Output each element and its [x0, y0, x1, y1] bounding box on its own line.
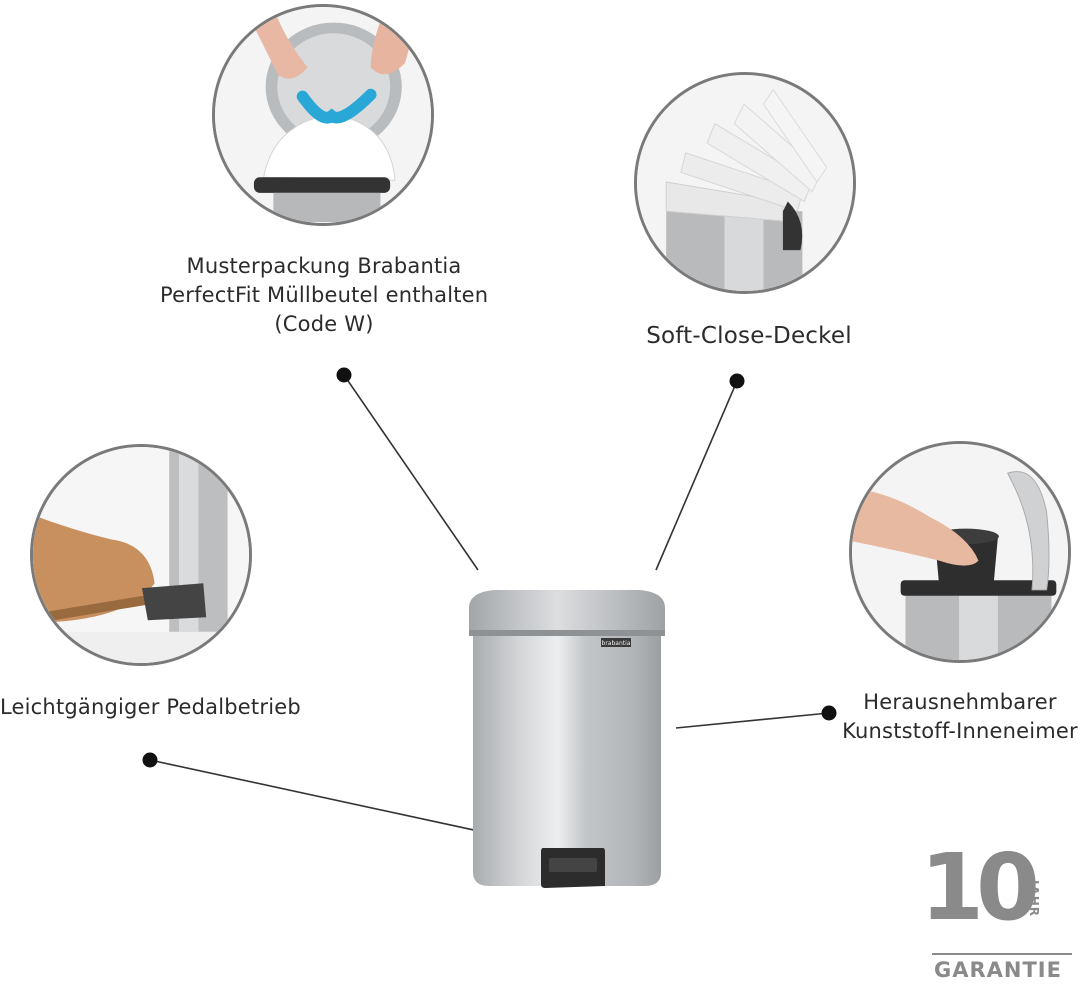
label-bags: Musterpackung Brabantia PerfectFit Müllb…: [160, 252, 488, 339]
connector-dot-bags: [336, 367, 352, 383]
lid-icon: [637, 75, 853, 291]
label-inner-line-1: Herausnehmbarer: [863, 690, 1057, 714]
connector-line-lid: [655, 380, 738, 571]
pedal-icon: [33, 447, 249, 663]
guarantee-word: GARANTIE: [934, 958, 1062, 982]
connector-dot-lid: [729, 373, 745, 389]
feature-image-lid: [634, 72, 856, 294]
label-pedal-line-1: Leichtgängiger Pedalbetrieb: [0, 695, 301, 719]
connector-line-inner: [675, 712, 830, 729]
pedal-bin-icon: brabantia: [469, 590, 665, 888]
brand-text: brabantia: [602, 640, 631, 647]
garbage-bag-icon: [215, 7, 431, 223]
guarantee-unit: JAHR: [1027, 880, 1041, 918]
connector-line-pedal: [149, 759, 521, 841]
label-bags-line-1: Musterpackung Brabantia: [186, 254, 462, 278]
inner-bucket-icon: [852, 444, 1068, 660]
label-bags-line-2: PerfectFit Müllbeutel enthalten: [160, 283, 489, 307]
guarantee-number: 10: [920, 834, 1040, 941]
guarantee-divider: [932, 953, 1072, 955]
label-inner-line-2: Kunststoff-Inneneimer: [842, 719, 1078, 743]
guarantee-badge: 10 JAHR GARANTIE: [920, 838, 1072, 986]
connector-dot-pedal: [142, 752, 158, 768]
label-lid-line-1: Soft-Close-Deckel: [646, 323, 852, 349]
label-bags-line-3: (Code W): [274, 312, 374, 336]
feature-image-pedal: [30, 444, 252, 666]
label-lid: Soft-Close-Deckel: [630, 322, 868, 351]
feature-image-inner: [849, 441, 1071, 663]
label-inner: Herausnehmbarer Kunststoff-Inneneimer: [842, 688, 1078, 746]
label-pedal: Leichtgängiger Pedalbetrieb: [0, 693, 310, 722]
feature-image-bags: [212, 4, 434, 226]
connector-line-bags: [343, 374, 479, 571]
connector-dot-inner: [821, 705, 837, 721]
